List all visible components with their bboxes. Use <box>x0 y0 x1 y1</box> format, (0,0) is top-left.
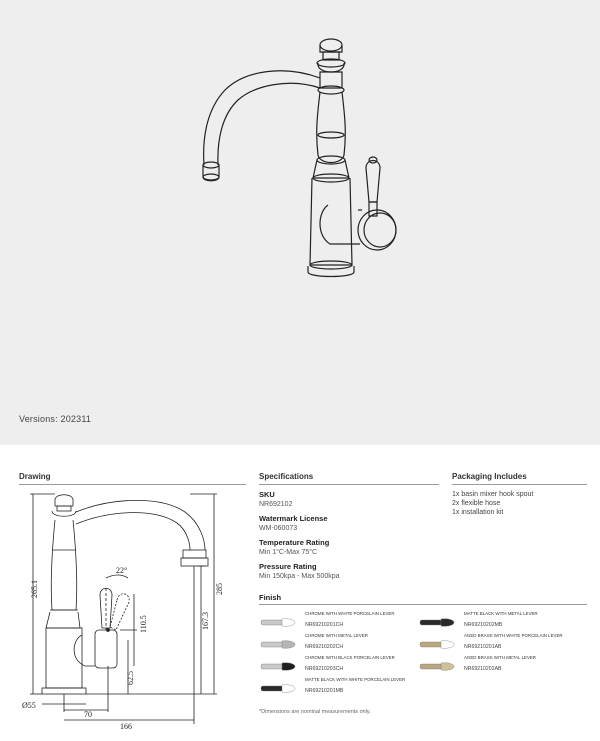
dim-lever-height: 110.5 <box>139 615 148 633</box>
version-label: Versions: 202311 <box>19 414 92 424</box>
dim-lever-angle: 22° <box>116 566 127 575</box>
finish-name: CHROME WITH WHITE PORCELAIN LEVER <box>305 611 395 616</box>
spec-temperature-label: Temperature Rating <box>259 538 330 547</box>
tap-illustration <box>202 38 397 278</box>
spec-sku-label: SKU <box>259 490 275 499</box>
finish-swatch-icon <box>260 640 296 649</box>
packaging-item: 1x basin mixer hook spout <box>452 491 534 498</box>
dim-body-offset: 70 <box>84 710 92 719</box>
finish-name: AGED BRASS WITH METAL LEVER <box>464 655 536 660</box>
specifications-heading: Specifications <box>259 472 314 481</box>
finish-name: CHROME WITH METAL LEVER <box>305 633 368 638</box>
packaging-divider <box>452 484 587 485</box>
finish-code: NR69210202MB <box>464 622 503 628</box>
finish-code: NR69210201MB <box>305 688 344 694</box>
spec-sku-value: NR692102 <box>259 501 293 508</box>
drawing-divider <box>19 484 246 485</box>
finish-option[interactable]: CHROME WITH WHITE PORCELAIN LEVER NR69210… <box>259 611 419 633</box>
finish-option[interactable]: AGED BRASS WITH WHITE PORCELAIN LEVER NR6… <box>418 633 578 655</box>
finish-name: AGED BRASS WITH WHITE PORCELAIN LEVER <box>464 633 563 638</box>
finish-code: NR69210202AB <box>464 666 502 672</box>
dim-outlet-height: 167.3 <box>201 612 210 630</box>
finish-swatch-icon <box>419 618 455 627</box>
product-image-panel: Versions: 202311 <box>0 0 600 445</box>
finish-name: MATTE BLACK WITH WHITE PORCELAIN LEVER <box>305 677 406 682</box>
finish-divider <box>259 604 587 605</box>
packaging-list: 1x basin mixer hook spout 2x flexible ho… <box>452 490 600 517</box>
dim-reach: 166 <box>120 722 132 731</box>
dim-spout-height: 285 <box>215 583 224 595</box>
finish-option[interactable]: CHROME WITH BLACK PORCELAIN LEVER NR69210… <box>259 655 419 677</box>
finish-code: NR69210203CH <box>305 666 344 672</box>
finish-swatch-icon <box>419 662 455 671</box>
spec-temperature-value: Min 1°C-Max 75°C <box>259 549 318 556</box>
finish-code: NR69210201AB <box>464 644 502 650</box>
spec-pressure-label: Pressure Rating <box>259 562 317 571</box>
finish-swatch-icon <box>419 640 455 649</box>
finish-code: NR69210202CH <box>305 644 344 650</box>
finish-option[interactable]: MATTE BLACK WITH METAL LEVER NR69210202MB <box>418 611 578 633</box>
dim-base-diameter: Ø55 <box>22 701 36 710</box>
finish-heading: Finish <box>259 593 282 602</box>
spec-watermark-label: Watermark License <box>259 514 328 523</box>
finish-option[interactable]: CHROME WITH METAL LEVER NR69210202CH <box>259 633 419 655</box>
packaging-item: 1x installation kit <box>452 509 504 516</box>
spec-watermark-value: WM-060073 <box>259 525 298 532</box>
finish-swatch-icon <box>260 662 296 671</box>
dim-base-to-lever: 62.5 <box>126 671 135 685</box>
packaging-item: 2x flexible hose <box>452 500 501 507</box>
specifications-list: SKU NR692102 Watermark License WM-060073… <box>259 490 439 586</box>
drawing-heading: Drawing <box>19 472 51 481</box>
dim-overall-height: 265.1 <box>30 580 39 598</box>
technical-drawing: 265.1 285 167.3 110.5 62.5 22° Ø55 70 16… <box>22 493 224 731</box>
finish-option[interactable]: MATTE BLACK WITH WHITE PORCELAIN LEVER NR… <box>259 677 419 699</box>
dimensions-note: *Dimensions are nominal measurements onl… <box>259 709 371 715</box>
finish-name: CHROME WITH BLACK PORCELAIN LEVER <box>305 655 395 660</box>
finish-swatch-icon <box>260 684 296 693</box>
finish-option[interactable]: AGED BRASS WITH METAL LEVER NR69210202AB <box>418 655 578 677</box>
finish-name: MATTE BLACK WITH METAL LEVER <box>464 611 538 616</box>
packaging-heading: Packaging Includes <box>452 472 527 481</box>
specifications-divider <box>259 484 439 485</box>
finish-swatch-icon <box>260 618 296 627</box>
spec-pressure-value: Min 150kpa - Max 500kpa <box>259 573 340 580</box>
finish-code: NR69210201CH <box>305 622 344 628</box>
